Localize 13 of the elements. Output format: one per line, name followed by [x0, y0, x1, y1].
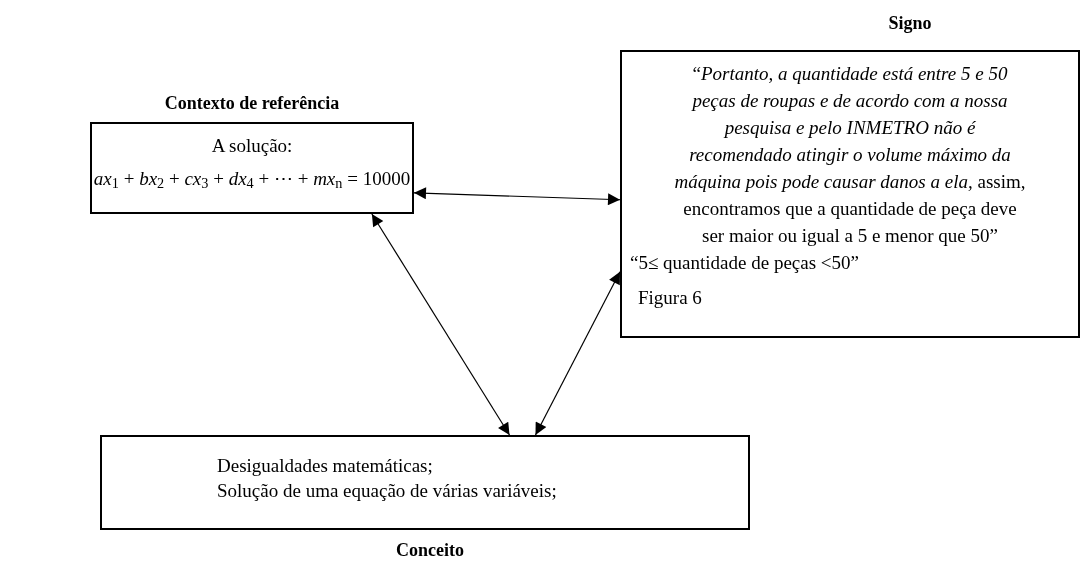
double-arrow: [413, 187, 621, 206]
box-text: A solução:: [211, 134, 293, 158]
heading: Contexto de referência: [163, 92, 341, 115]
heading: Signo: [887, 12, 933, 35]
heading: Conceito: [395, 539, 465, 562]
box-text: Solução de uma equação de várias variáveis;: [217, 479, 558, 503]
inequality-text: “5≤ quantidade de peças <50”: [630, 251, 860, 275]
equation: ax$_{1}$ + bx$_{2}$ + cx$_{3}$ + dx$_{4}$ + ⋯ + mx$_{n}$ = 10000: [93, 166, 411, 193]
box-text: Desigualdades matemáticas;: [217, 454, 434, 478]
figure-label: Figura 6: [638, 286, 703, 310]
quote-text: “Portanto, a quantidade está entre 5 e 50 peças de roupas e de acordo com a nossa pesquisa e pelo INMETRO não é recomendado atingir o volume máximo da máquina pois pode causar danos a ela, assim, encontramos que a quantidade de peça deve ser maior ou igual a 5 e menor que 50”: [673, 62, 1027, 248]
double-arrow: [534, 271, 621, 436]
double-arrow: [371, 213, 511, 436]
